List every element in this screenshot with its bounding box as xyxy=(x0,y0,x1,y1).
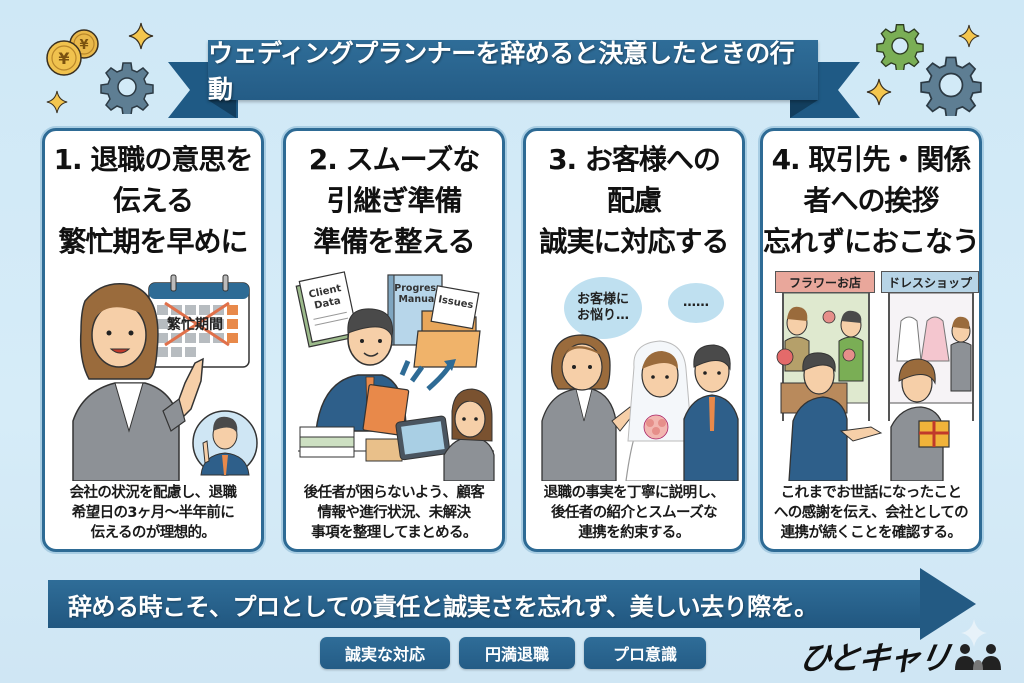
people-icon xyxy=(955,644,1002,670)
card-title: 1. 退職の意思を 伝える 繁忙期を早めに xyxy=(53,143,254,258)
card-description: 後任者が困らないよう、顧客 情報や進行状況、未解決 事項を整理してまとめる。 xyxy=(303,485,485,541)
svg-text:繁忙期間: 繁忙期間 xyxy=(166,316,223,333)
step-card-1: 1. 退職の意思を 伝える 繁忙期を早めに 繁忙期間 xyxy=(42,128,264,552)
step-card-3: 3. お客様への 配慮 誠実に対応する お客様に お悩り… …… xyxy=(523,128,745,552)
calendar-crossed-icon xyxy=(148,274,250,368)
title-ribbon: ウェディングプランナーを辞めると決意したときの行動 xyxy=(208,39,818,104)
card-title: 3. お客様への 配慮 誠実に対応する xyxy=(539,143,729,258)
dress-shop-sign: ドレスショップ xyxy=(881,271,979,293)
card-description: 退職の事実を丁寧に説明し、 後任者の紹介とスムーズな 連携を約束する。 xyxy=(543,485,725,541)
step-card-2: 2. スムーズな 引継ぎ準備 準備を整える Client Data Progre… xyxy=(283,128,505,552)
illustration-handover-preparation: Client Data Progress Manual Issues xyxy=(294,271,495,482)
banner-message: 辞める時こそ、プロとしての責任と誠実さを忘れず、美しい去り際を。 xyxy=(68,592,818,621)
svg-text:¥: ¥ xyxy=(58,49,69,68)
tag-professionalism: プロ意識 xyxy=(584,637,706,669)
sparkle-icon xyxy=(866,78,892,110)
tag-amicable-resignation: 円満退職 xyxy=(459,637,575,669)
card-title: 2. スムーズな 引継ぎ準備 準備を整える xyxy=(308,143,480,258)
step-card-4: 4. 取引先・関係 者への挨拶 忘れずにおこなう フラワーお店 ドレスショップ xyxy=(760,128,982,552)
brand-logo: ひとキャリ xyxy=(796,636,1003,677)
illustration-partner-greetings: フラワーお店 ドレスショップ xyxy=(771,271,979,481)
card-title: 4. 取引先・関係 者への挨拶 忘れずにおこなう xyxy=(763,143,980,258)
speech-bubble: お客様に お悩り… xyxy=(564,277,642,339)
page-title: ウェディングプランナーを辞めると決意したときの行動 xyxy=(208,39,795,104)
svg-text:Manual: Manual xyxy=(398,294,437,305)
card-description: 会社の状況を配慮し、退職 希望日の3ヶ月〜半年前に 伝えるのが理想的。 xyxy=(69,485,237,541)
sparkle-icon xyxy=(46,90,68,118)
speech-bubble: …… xyxy=(668,283,724,323)
svg-text:¥: ¥ xyxy=(79,38,88,53)
svg-text:Progress: Progress xyxy=(394,283,442,294)
illustration-resignation-notice: 繁忙期間 xyxy=(53,271,258,482)
card-description: これまでお世話になったこと への感謝を伝え、会社としての 連携が続くことを確認す… xyxy=(773,485,969,541)
gear-icon xyxy=(100,60,154,118)
tag-sincere-response: 誠実な対応 xyxy=(320,637,450,669)
sparkle-icon xyxy=(128,22,154,54)
logo-text: ひとキャリ xyxy=(796,639,953,677)
illustration-client-care: お客様に お悩り… …… xyxy=(534,271,739,481)
sparkle-icon xyxy=(958,24,980,52)
gear-icon xyxy=(876,22,924,74)
svg-text:Data: Data xyxy=(313,295,341,311)
yen-coins-icon: ¥ ¥ xyxy=(42,28,104,80)
sparkle-icon xyxy=(960,618,988,652)
gear-icon xyxy=(920,54,982,120)
message-arrow-banner: 辞める時こそ、プロとしての責任と誠実さを忘れず、美しい去り際を。 xyxy=(48,580,928,628)
